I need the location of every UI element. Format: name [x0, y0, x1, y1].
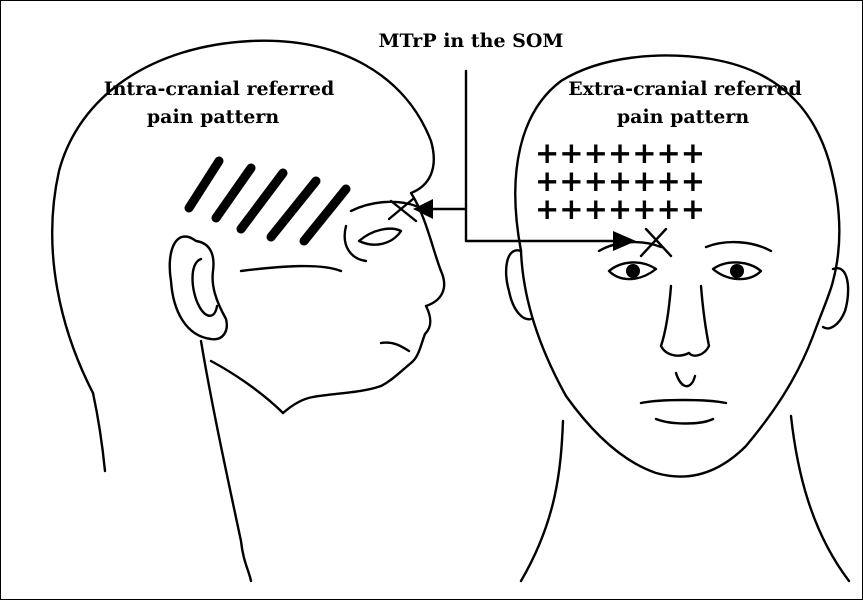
front-chin — [656, 419, 713, 424]
front-ear-left — [506, 250, 531, 319]
front-neck-left — [521, 421, 563, 581]
front-neck-right — [791, 416, 849, 581]
pain-bar — [216, 168, 251, 218]
profile-ear — [170, 237, 227, 340]
front-pupil-left — [626, 264, 640, 278]
pain-bar — [241, 173, 283, 229]
front-head — [506, 55, 849, 581]
profile-neck-back — [93, 393, 105, 471]
profile-cheek-line — [241, 266, 341, 271]
front-nose — [661, 286, 709, 356]
right-label-line2: pain pattern — [617, 106, 749, 128]
front-face-outline — [521, 251, 833, 477]
arrow-head-right — [613, 231, 636, 251]
profile-lips — [381, 343, 409, 351]
profile-neck-front — [201, 341, 251, 581]
profile-eye — [359, 229, 401, 245]
front-mouth — [641, 400, 726, 403]
plus-row: +++++++ — [535, 192, 705, 226]
pain-bar — [304, 189, 346, 241]
front-brow-right — [706, 242, 771, 251]
center-label: MTrP in the SOM — [379, 30, 564, 52]
front-nose-bridge — [676, 373, 695, 386]
front-pupil-right — [730, 264, 744, 278]
right-label-line1: Extra-cranial referred — [568, 78, 802, 100]
profile-jaw — [211, 361, 283, 413]
pain-bar — [189, 161, 219, 208]
left-label-line2: pain pattern — [147, 106, 279, 128]
extra-cranial-pain-marks: +++++++ +++++++ +++++++ — [535, 136, 705, 226]
left-label-line1: Intra-cranial referred — [104, 78, 335, 100]
intra-cranial-pain-bars — [189, 161, 346, 241]
